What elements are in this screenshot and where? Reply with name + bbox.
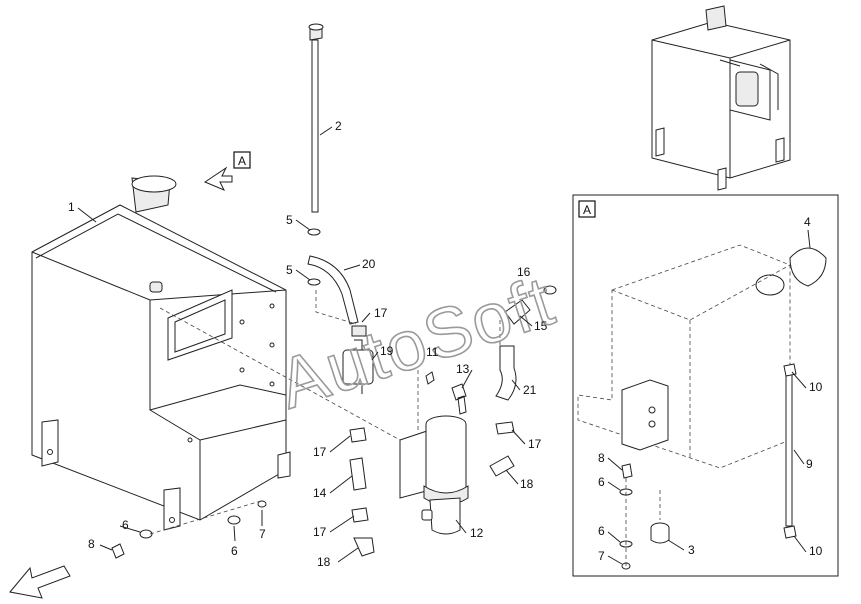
detail-a-label: A (583, 203, 591, 217)
callout: 14 (313, 486, 327, 500)
callout: 6 (598, 524, 605, 538)
fuel-filter-12 (399, 415, 469, 535)
callout: 6 (598, 475, 605, 489)
view-a-label: A (238, 154, 246, 168)
o-ring (307, 228, 321, 236)
fitting-18 (353, 537, 375, 557)
callout: 7 (259, 527, 266, 541)
callout: 4 (804, 215, 811, 229)
washer-6 (227, 515, 241, 525)
fuel-tank (31, 175, 291, 531)
callout: 6 (122, 518, 129, 532)
hose-21 (495, 345, 517, 401)
clamp-16 (543, 285, 557, 295)
callout: 1 (68, 200, 75, 214)
o-ring (307, 278, 321, 286)
callout: 18 (520, 477, 534, 491)
callout: 10 (809, 544, 823, 558)
callout: 16 (517, 265, 531, 279)
callout: 2 (335, 119, 342, 133)
fitting-18 (489, 455, 515, 477)
callout: 5 (286, 263, 293, 277)
callout: 17 (313, 445, 327, 459)
hose-14 (349, 457, 367, 491)
callout: 17 (374, 306, 388, 320)
callout: 20 (362, 257, 376, 271)
inline-filter (342, 325, 374, 394)
nut-7 (257, 500, 267, 508)
fitting-15 (504, 299, 531, 325)
bolt-13 (451, 383, 467, 415)
nut-11 (425, 371, 435, 385)
clamp-17 (351, 507, 369, 523)
clamp-17 (495, 421, 515, 435)
callouts-main: 1 2 5 5 20 16 17 15 19 11 13 21 17 14 17… (68, 119, 548, 569)
callout: 17 (313, 525, 327, 539)
direction-arrow (9, 565, 71, 599)
callout: 8 (88, 537, 95, 551)
callouts-detail: 4 10 9 10 8 6 6 7 3 (598, 215, 823, 565)
callout: 3 (688, 543, 695, 557)
callout: 15 (534, 319, 548, 333)
callout: 7 (598, 549, 605, 563)
callout: 8 (598, 451, 605, 465)
assembly-thumbnail (651, 5, 791, 191)
callout: 13 (456, 362, 470, 376)
callout: 18 (317, 555, 331, 569)
clamp-17 (349, 427, 367, 443)
hose-20 (307, 255, 359, 325)
detail-view-a: A (572, 194, 839, 577)
callout: 11 (426, 345, 439, 359)
dipstick (308, 23, 324, 213)
view-a-arrow-main: A (203, 151, 251, 191)
callout: 6 (231, 544, 238, 558)
callout: 12 (470, 526, 484, 540)
washer-6 (139, 529, 153, 539)
bolt-8 (111, 543, 125, 559)
callout: 17 (528, 437, 542, 451)
callout: 10 (809, 380, 823, 394)
callout: 19 (380, 344, 394, 358)
callout: 21 (523, 383, 537, 397)
callout: 5 (286, 213, 293, 227)
callout: 9 (806, 457, 813, 471)
